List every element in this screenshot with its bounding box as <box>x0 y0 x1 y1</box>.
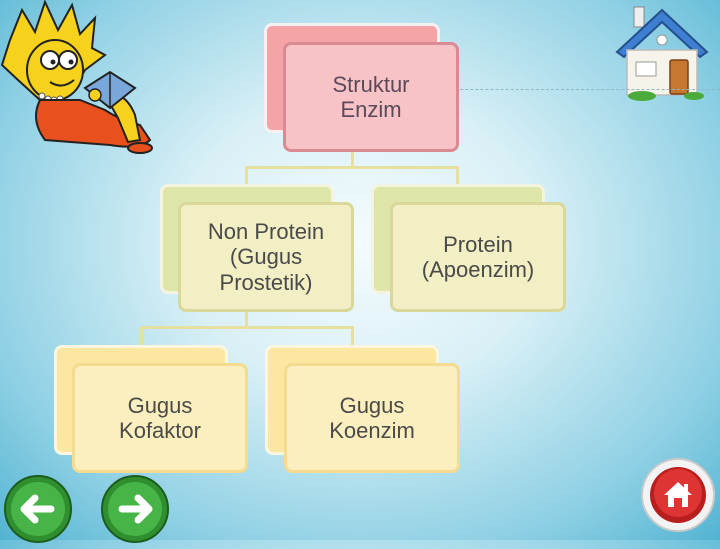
next-button[interactable] <box>100 474 170 544</box>
node-koenzim: Gugus Koenzim <box>284 363 460 473</box>
connector <box>245 166 248 186</box>
node-protein-label: Protein (Apoenzim) <box>421 231 535 282</box>
connector <box>140 326 354 329</box>
connector <box>456 166 459 186</box>
dashed-divider <box>430 89 720 90</box>
character-reading-icon <box>0 0 153 154</box>
node-non-protein-label: Non Protein (Gugus Prostetik) <box>207 219 325 295</box>
node-koenzim-label: Gugus Koenzim <box>329 392 415 443</box>
connector <box>245 310 248 328</box>
home-button[interactable] <box>640 457 716 533</box>
node-kofaktor: Gugus Kofaktor <box>72 363 248 473</box>
root-node: Struktur Enzim <box>283 42 459 152</box>
node-kofaktor-label: Gugus Kofaktor <box>119 392 201 443</box>
house-icon <box>615 6 709 101</box>
arrow-right-icon <box>101 475 169 543</box>
back-button[interactable] <box>3 474 73 544</box>
connector <box>351 326 354 346</box>
connector <box>245 166 459 169</box>
arrow-left-icon <box>4 475 72 543</box>
connector <box>351 150 354 167</box>
node-non-protein: Non Protein (Gugus Prostetik) <box>178 202 354 312</box>
root-node-label: Struktur Enzim <box>332 71 410 122</box>
node-protein: Protein (Apoenzim) <box>390 202 566 312</box>
connector <box>140 326 143 346</box>
home-icon <box>641 458 715 532</box>
